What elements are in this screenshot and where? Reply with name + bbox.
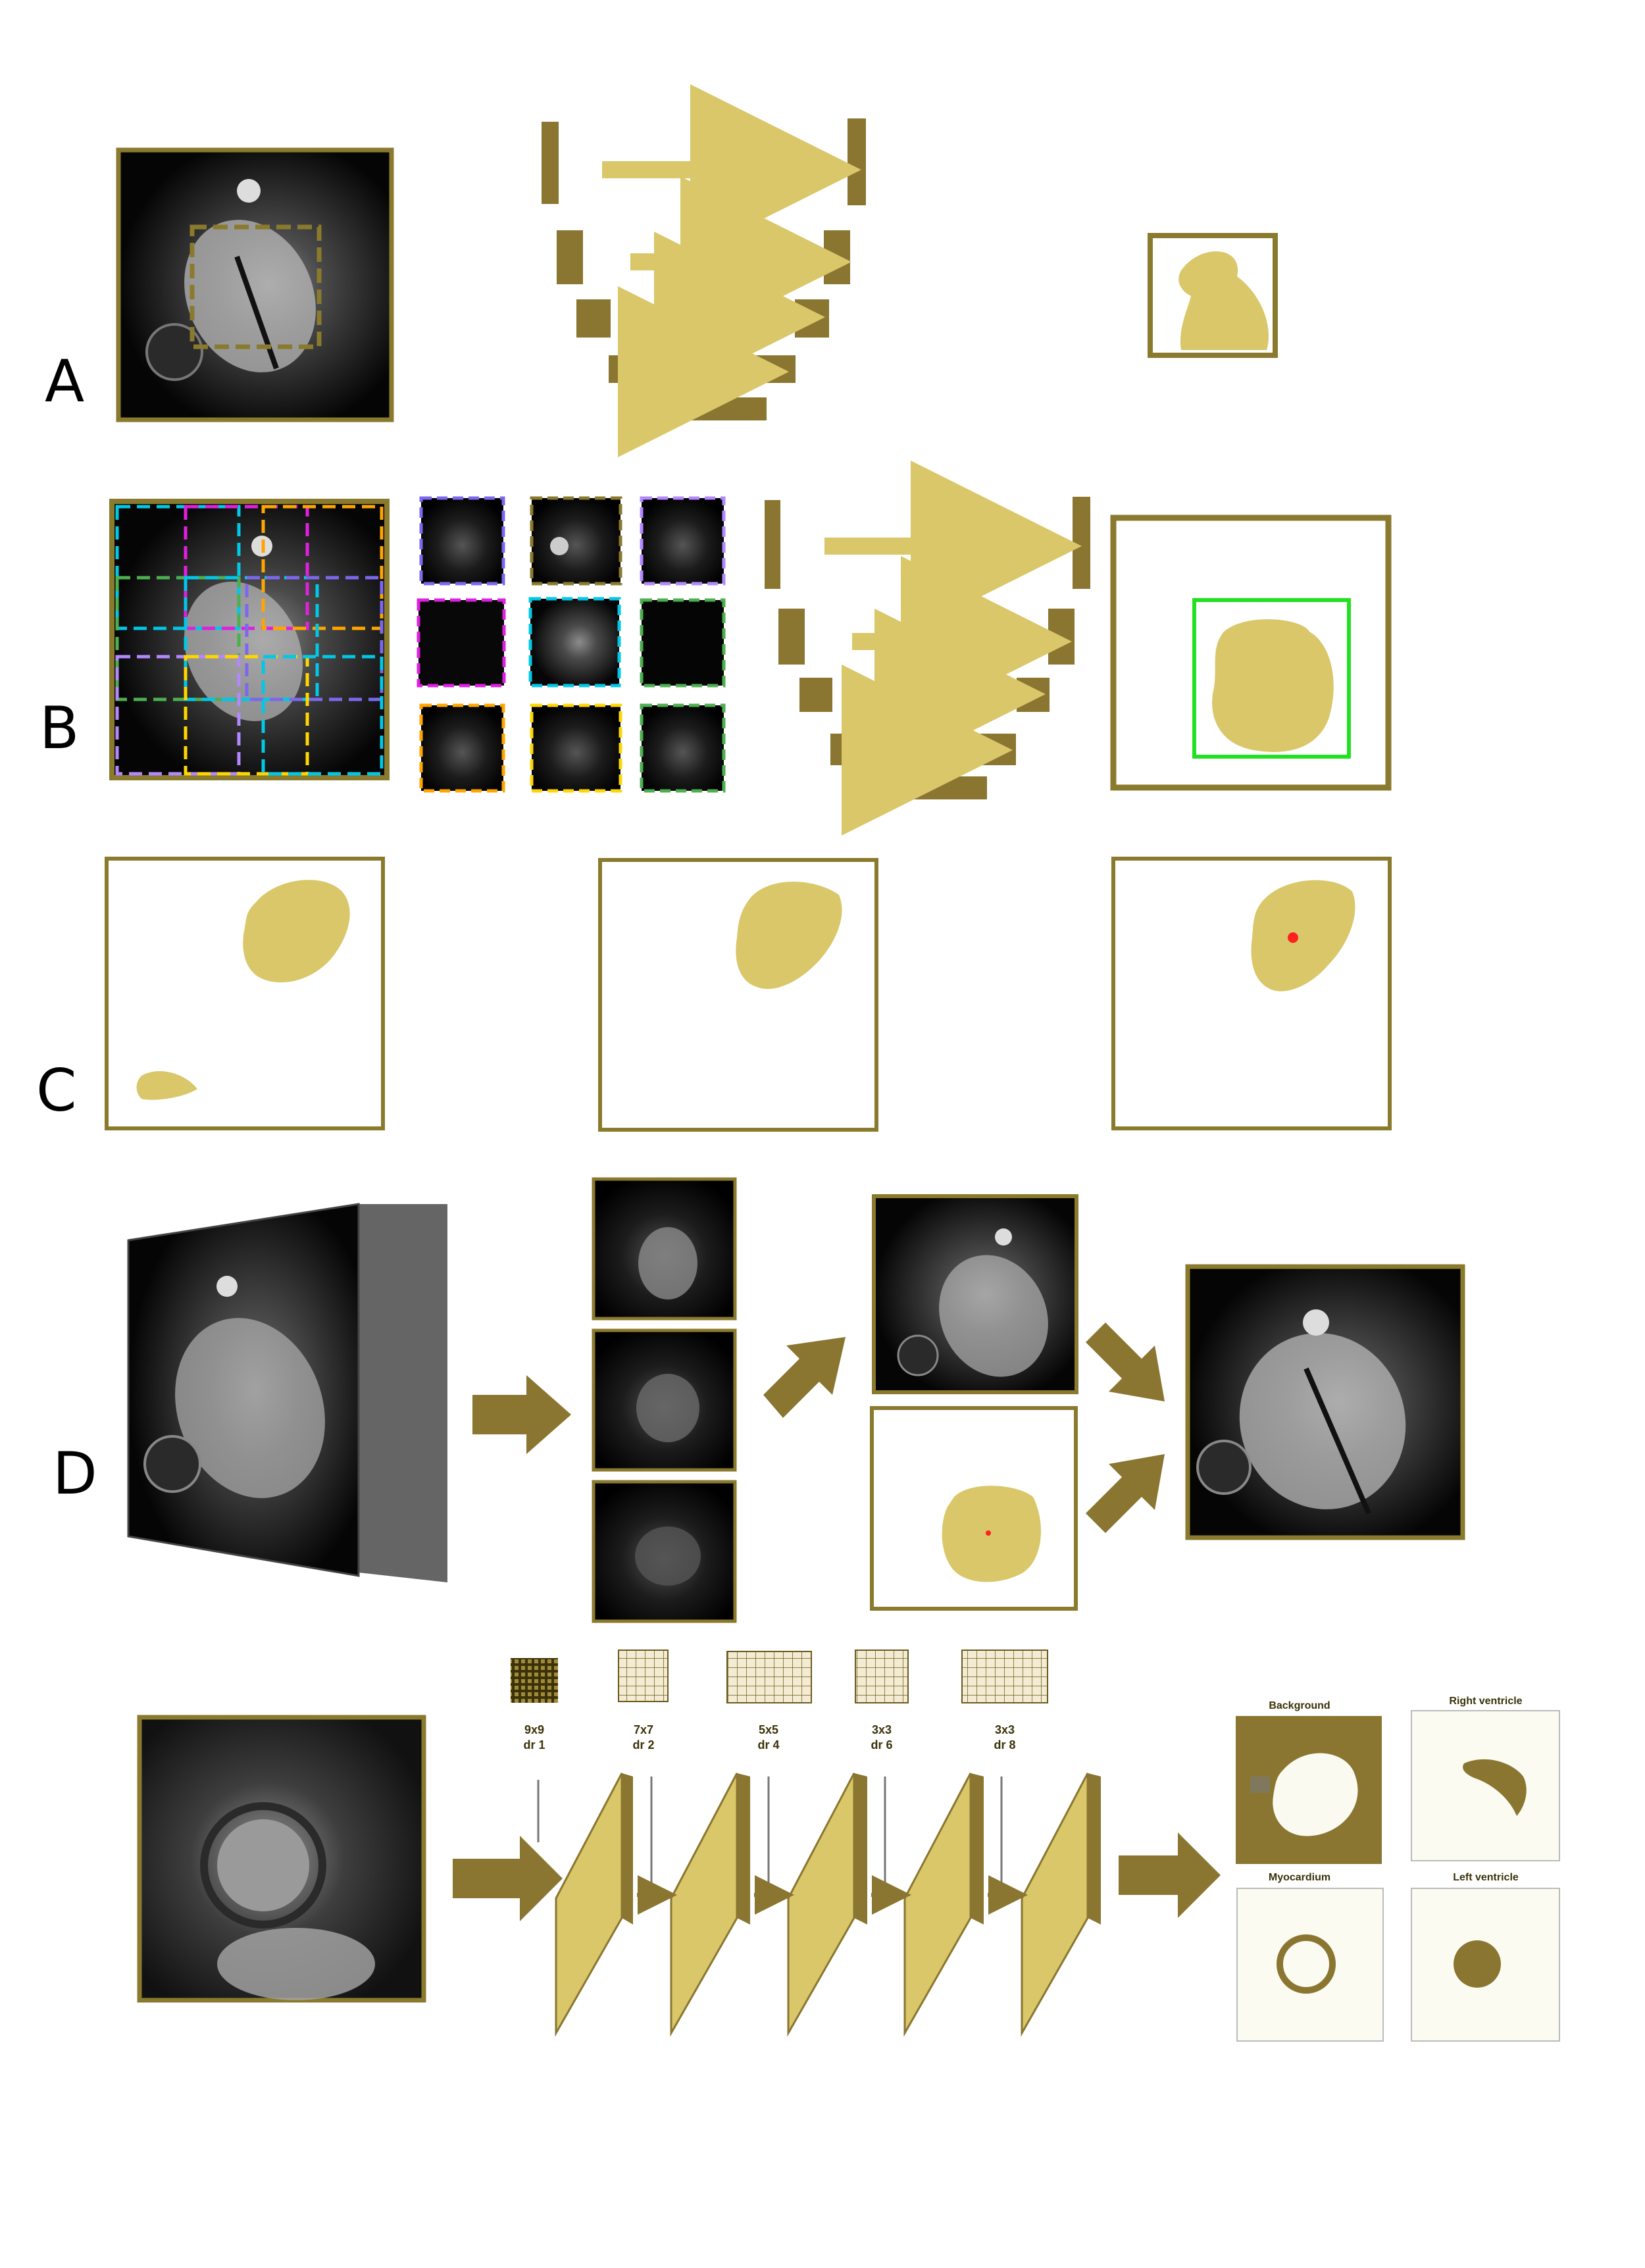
panel-a-letter: A — [45, 347, 84, 415]
panel-c: C — [36, 857, 1392, 1132]
panel-d-letter: D — [53, 1440, 97, 1507]
kernel-icons — [511, 1650, 1048, 1703]
bounding-box — [1192, 598, 1351, 759]
conv-layer-1 — [555, 1773, 633, 2037]
kernel-size-3: 5x5 — [759, 1723, 778, 1736]
panel-a-output-mask — [1148, 233, 1278, 358]
panel-b-letter: B — [39, 694, 79, 762]
conv-layer-4 — [903, 1773, 984, 2037]
panel-d: D — [53, 1177, 1465, 1623]
arrow-to-slices — [472, 1375, 571, 1454]
kernel-size-5: 3x3 — [995, 1723, 1015, 1736]
panel-a: A — [45, 84, 1278, 457]
conv-layer-3 — [787, 1773, 867, 2037]
unet-b-skip-arrows — [824, 461, 1082, 836]
kernel-icon-1 — [511, 1658, 558, 1703]
kernel-size-2: 7x7 — [634, 1723, 653, 1736]
cropped-heart-output — [1185, 1264, 1465, 1540]
patch-tiles — [417, 496, 726, 793]
cleaned-mask — [598, 858, 878, 1132]
output-background-title: Background — [1269, 1700, 1330, 1711]
output-left-ventricle-title: Left ventricle — [1453, 1872, 1519, 1883]
overlapping-patch-grid — [115, 505, 384, 776]
kernel-rate-3: dr 4 — [757, 1738, 779, 1751]
conv-layers — [555, 1773, 1101, 2037]
kernel-size-4: 3x3 — [872, 1723, 892, 1736]
slice-center-mask — [870, 1406, 1078, 1611]
image-volume-stack — [127, 1203, 447, 1582]
output-right-ventricle-title: Right ventricle — [1449, 1696, 1522, 1707]
arrow-network-to-output — [1119, 1832, 1221, 1918]
kernel-rate-5: dr 8 — [994, 1738, 1015, 1751]
panel-a-mri-image — [116, 147, 394, 422]
kernel-icon-5 — [961, 1650, 1048, 1703]
arrow-input-to-network — [453, 1836, 563, 1921]
kernel-rate-1: dr 1 — [523, 1738, 545, 1751]
class-outputs: Background Right ventricle Myocardium Le… — [1236, 1696, 1560, 2042]
mask-with-artifacts — [105, 857, 385, 1130]
kernel-icon-2 — [618, 1650, 669, 1702]
kernel-rate-4: dr 6 — [871, 1738, 892, 1751]
output-right-ventricle: Right ventricle — [1411, 1696, 1560, 1861]
spurious-region — [136, 1071, 197, 1100]
conv-layer-2 — [670, 1773, 750, 2037]
centroid-point — [1288, 932, 1298, 943]
kernel-icon-3 — [726, 1651, 812, 1703]
kernel-size-1: 9x9 — [524, 1723, 544, 1736]
panel-b-mri-image — [109, 499, 390, 780]
kernel-icon-4 — [855, 1650, 909, 1703]
kernel-rate-2: dr 2 — [632, 1738, 654, 1751]
arrow-to-selected-slice — [763, 1337, 846, 1418]
output-left-ventricle: Left ventricle — [1411, 1872, 1560, 2042]
kernel-labels: 9x9 dr 1 7x7 dr 2 5x5 dr 4 3x3 dr 6 3x3 … — [523, 1723, 1015, 1751]
roi-dashed-box — [190, 224, 322, 349]
unet-a-skip-arrows — [602, 84, 861, 457]
mask-with-centroid — [1111, 857, 1392, 1130]
panel-b: B — [39, 461, 1392, 836]
output-myocardium-title: Myocardium — [1269, 1872, 1330, 1883]
arrow-image-to-crop — [1086, 1323, 1165, 1401]
panel-e: 9x9 dr 1 7x7 dr 2 5x5 dr 4 3x3 dr 6 3x3 … — [137, 1650, 1560, 2042]
output-myocardium: Myocardium — [1236, 1872, 1384, 2042]
short-axis-mri — [137, 1715, 426, 2003]
slice-stack — [592, 1177, 737, 1623]
panel-c-letter: C — [36, 1057, 76, 1124]
conv-layer-5 — [1021, 1773, 1101, 2037]
panel-b-output-mask — [1110, 515, 1392, 791]
arrow-mask-to-crop — [1086, 1454, 1165, 1533]
selected-slice — [872, 1194, 1078, 1394]
output-background: Background — [1236, 1700, 1382, 1864]
